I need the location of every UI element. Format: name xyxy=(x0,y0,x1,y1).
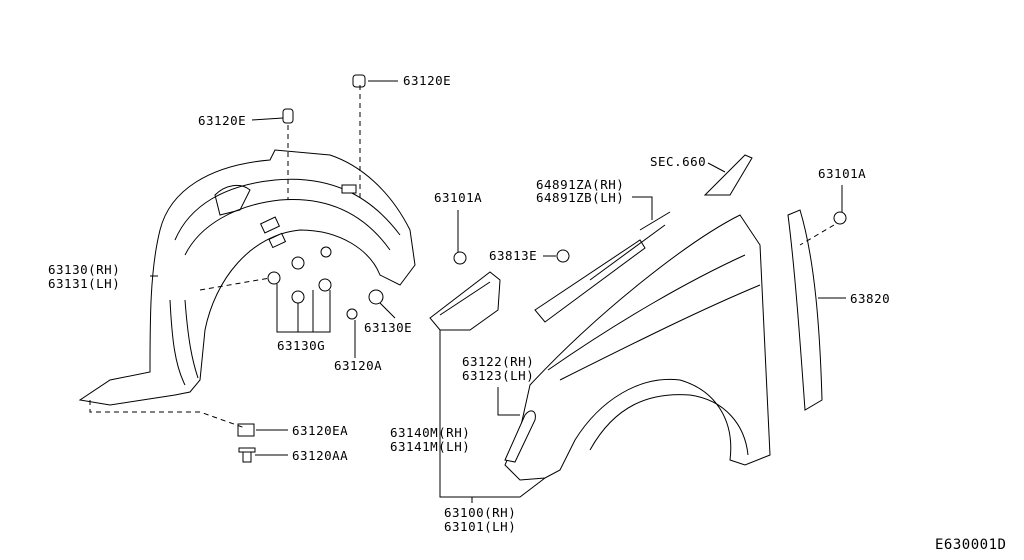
label-63813e: 63813E xyxy=(489,248,537,263)
label-sec-660: SEC.660 xyxy=(650,154,706,169)
label-63131-lh: 63131(LH) xyxy=(48,276,120,291)
label-63100-rh: 63100(RH) xyxy=(444,505,516,520)
label-63101a-mid: 63101A xyxy=(434,190,482,205)
label-63120e-left: 63120E xyxy=(198,113,246,128)
label-63120aa: 63120AA xyxy=(292,448,348,463)
label-63130-rh: 63130(RH) xyxy=(48,262,120,277)
bolt-63101a-right xyxy=(833,211,847,225)
bracket-63140m xyxy=(429,271,501,331)
seal-63820 xyxy=(787,209,823,411)
screw-63120a xyxy=(346,308,358,320)
diagram-code: E630001D xyxy=(935,537,1006,553)
fender-panel xyxy=(504,214,771,481)
label-63120e-top: 63120E xyxy=(403,73,451,88)
bolt-63120aa xyxy=(238,447,256,463)
nut-63120ea xyxy=(237,423,255,437)
label-63122-rh: 63122(RH) xyxy=(462,354,534,369)
clip-63120e-top xyxy=(352,74,366,88)
molding-64891z xyxy=(534,211,671,323)
label-63123-lh: 63123(LH) xyxy=(462,368,534,383)
clip-63813e xyxy=(556,249,570,263)
clip-63120e-left xyxy=(282,108,294,124)
label-63141m-lh: 63141M(LH) xyxy=(390,439,470,454)
label-63820: 63820 xyxy=(850,291,890,306)
label-63101-lh: 63101(LH) xyxy=(444,519,516,534)
label-63120a: 63120A xyxy=(334,358,382,373)
label-64891zb: 64891ZB(LH) xyxy=(536,190,624,205)
label-63120ea: 63120EA xyxy=(292,423,348,438)
bolt-63101a-mid xyxy=(453,251,467,265)
label-63101a-right: 63101A xyxy=(818,166,866,181)
clip-63130e xyxy=(368,289,384,305)
cover-63122 xyxy=(504,410,536,463)
sec-660-part xyxy=(703,154,753,196)
fender-liner-part xyxy=(78,149,416,406)
label-64891za: 64891ZA(RH) xyxy=(536,177,624,192)
clips-63130g xyxy=(267,246,332,304)
label-63140m-rh: 63140M(RH) xyxy=(390,425,470,440)
label-63130g: 63130G xyxy=(277,338,325,353)
label-63130e: 63130E xyxy=(364,320,412,335)
